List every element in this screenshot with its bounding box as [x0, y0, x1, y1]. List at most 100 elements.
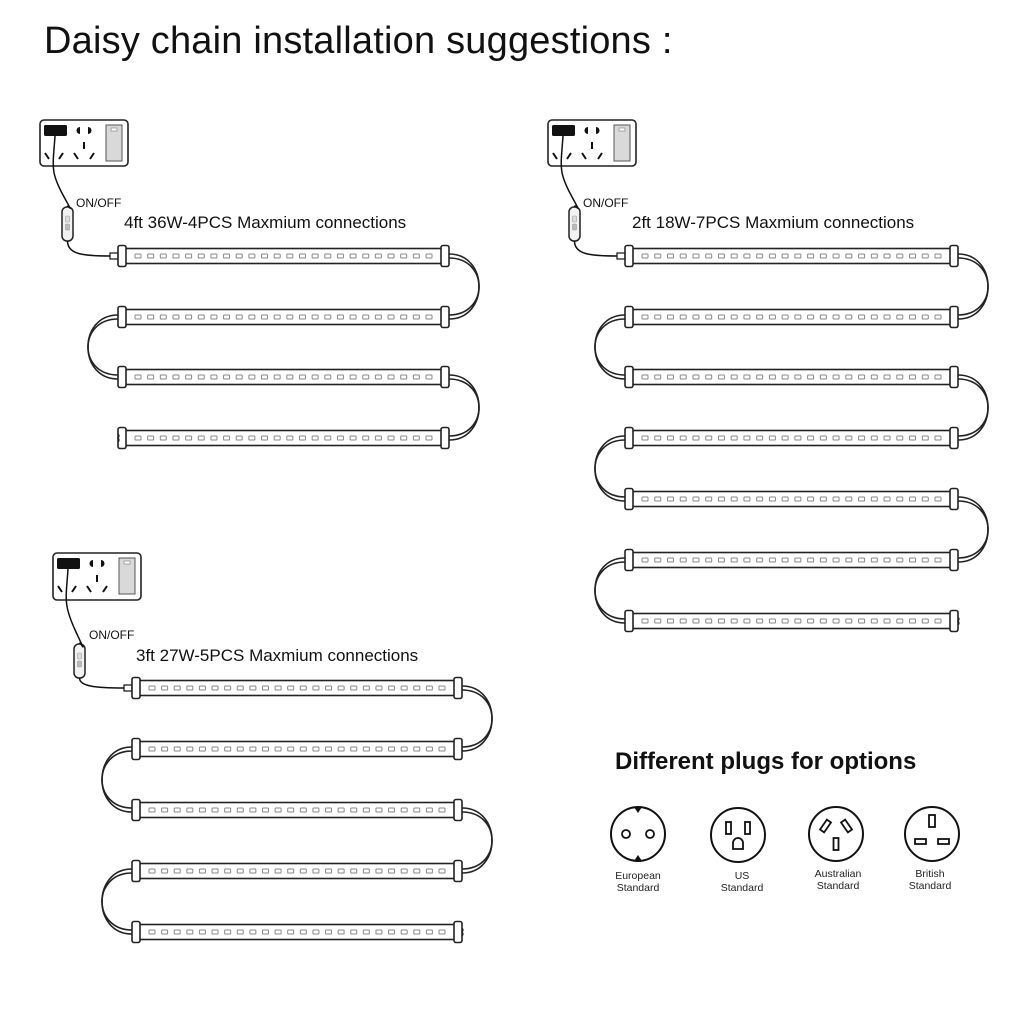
led-chip [336, 374, 344, 380]
connector-cable [594, 314, 626, 380]
led-chip [717, 496, 725, 502]
led-chip [298, 435, 306, 441]
led-chip [312, 807, 320, 813]
tube-end-cap [131, 798, 141, 822]
led-chip [756, 253, 764, 259]
tube-end-cap [624, 305, 634, 329]
tube-end-cap [440, 365, 450, 389]
led-chip [896, 435, 904, 441]
led-chip [198, 746, 206, 752]
led-chip [224, 807, 232, 813]
led-chip [794, 618, 802, 624]
led-chip [400, 314, 408, 320]
led-chip [388, 868, 396, 874]
led-chip [148, 746, 156, 752]
led-chip [870, 496, 878, 502]
plug-caption-line1: British [915, 868, 945, 880]
led-chip [807, 435, 815, 441]
led-chip [717, 557, 725, 563]
tube-end-cap [117, 426, 127, 450]
tube-end-cap [117, 305, 127, 329]
led-chip [299, 685, 307, 691]
led-chip [148, 807, 156, 813]
led-chip [756, 435, 764, 441]
led-chip [273, 374, 281, 380]
led-chip [743, 496, 751, 502]
led-chip [374, 374, 382, 380]
led-chip [896, 314, 904, 320]
led-chip [274, 807, 282, 813]
power-outlet-icon [547, 119, 637, 167]
led-chip [210, 435, 218, 441]
led-chip [641, 374, 649, 380]
led-chip [400, 374, 408, 380]
led-chip [211, 807, 219, 813]
plug-caption-us: US Standard [692, 870, 792, 894]
led-chip [261, 746, 269, 752]
led-chip [425, 314, 433, 320]
led-chip [768, 435, 776, 441]
led-chip [921, 253, 929, 259]
led-chip [743, 314, 751, 320]
led-chip [858, 618, 866, 624]
plug-connector [109, 252, 119, 260]
led-chip [768, 374, 776, 380]
led-chip [679, 496, 687, 502]
led-chip [413, 746, 421, 752]
led-chip [337, 685, 345, 691]
led-chip [350, 807, 358, 813]
panel-2ft [547, 119, 989, 633]
led-chip [756, 557, 764, 563]
led-chip [235, 374, 243, 380]
connector-cable [461, 685, 493, 752]
led-chip [161, 929, 169, 935]
led-chip [730, 435, 738, 441]
led-chip [173, 868, 181, 874]
led-chip [312, 685, 320, 691]
led-tube [117, 426, 450, 450]
led-chip [909, 435, 917, 441]
connector-cable [101, 868, 133, 935]
led-tube [131, 737, 463, 761]
led-chip [261, 868, 269, 874]
led-chip [717, 314, 725, 320]
led-chip [870, 314, 878, 320]
led-chip [934, 314, 942, 320]
led-chip [909, 557, 917, 563]
tube-end-cap [949, 609, 959, 633]
tube-end-cap [117, 365, 127, 389]
led-chip [807, 618, 815, 624]
led-chip [425, 685, 433, 691]
led-chip [641, 253, 649, 259]
led-chip [870, 618, 878, 624]
led-chip [679, 557, 687, 563]
led-chip [388, 929, 396, 935]
led-chip [858, 374, 866, 380]
tube-end-cap [624, 244, 634, 268]
led-chip [236, 685, 244, 691]
led-chip [794, 253, 802, 259]
tube-end-cap [453, 737, 463, 761]
led-chip [161, 868, 169, 874]
led-chip [186, 868, 194, 874]
led-chip [235, 435, 243, 441]
led-chip [287, 746, 295, 752]
terminator-mark [957, 616, 960, 626]
led-tube [117, 305, 450, 329]
led-chip [921, 557, 929, 563]
led-chip [248, 374, 256, 380]
led-chip [666, 253, 674, 259]
connector-cable [87, 314, 119, 380]
led-chip [211, 685, 219, 691]
led-chip [223, 314, 231, 320]
power-outlet-icon [52, 552, 142, 601]
led-chip [845, 253, 853, 259]
led-chip [224, 685, 232, 691]
tube-end-cap [624, 609, 634, 633]
led-chip [374, 253, 382, 259]
plug-caption-line2: Standard [720, 882, 764, 894]
led-chip [666, 314, 674, 320]
led-chip [186, 807, 194, 813]
led-chip [299, 746, 307, 752]
tube-end-cap [624, 365, 634, 389]
